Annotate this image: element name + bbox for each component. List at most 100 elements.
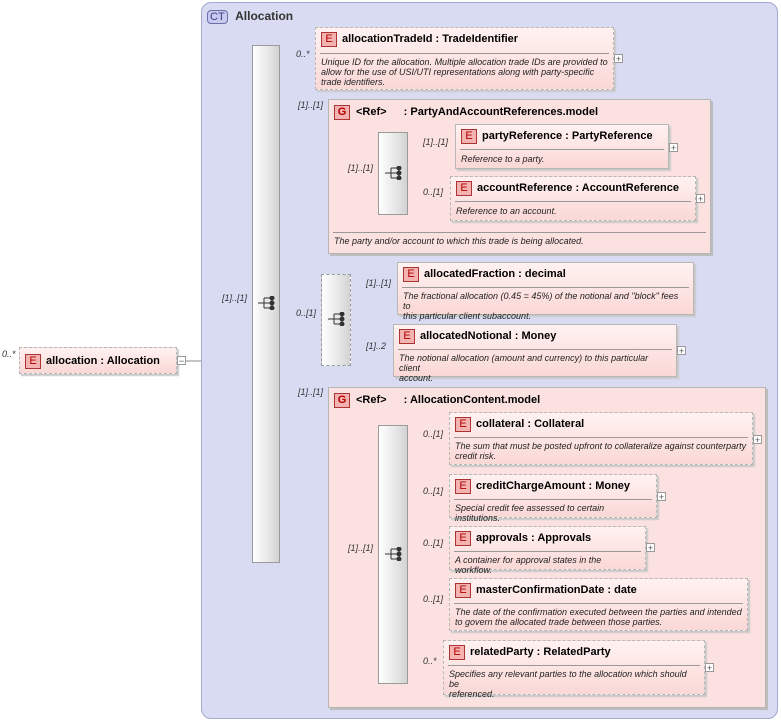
element-type: RelatedParty xyxy=(543,646,611,658)
outer-sequence xyxy=(252,45,280,563)
element-icon: E xyxy=(455,583,471,598)
element-icon: E xyxy=(455,531,471,546)
colon: : xyxy=(100,355,105,367)
element-name: relatedParty xyxy=(470,646,534,658)
element-name: creditChargeAmount xyxy=(476,480,586,492)
sequence-icon xyxy=(385,547,402,561)
group-model: PartyAndAccountReferences.model xyxy=(410,106,599,118)
element-doc: Special credit fee assessed to certain i… xyxy=(455,503,605,523)
party-group-cardinality: [1]..[1] xyxy=(298,100,324,110)
element-icon: E xyxy=(455,479,471,494)
partyReference-cardinality: [1]..[1] xyxy=(423,137,449,147)
separator xyxy=(454,499,652,500)
relatedParty-cardinality: 0..* xyxy=(423,656,437,666)
allocatedFraction-cardinality: [1]..[1] xyxy=(366,278,392,288)
complex-type-title: Allocation xyxy=(235,9,294,23)
allocationTradeId-cardinality: 0..* xyxy=(296,49,310,59)
element-name: masterConfirmationDate xyxy=(476,584,605,596)
sequence-icon xyxy=(385,166,402,180)
separator xyxy=(454,551,641,552)
element-doc: Reference to an account. xyxy=(456,206,557,216)
choice-cardinality: 0..[1] xyxy=(296,308,317,318)
element-icon: E xyxy=(456,181,472,196)
masterConfirmationDate-cardinality: 0..[1] xyxy=(423,594,444,604)
expand-toggle[interactable]: + xyxy=(646,543,655,553)
creditChargeAmount-cardinality: 0..[1] xyxy=(423,486,444,496)
separator xyxy=(460,149,664,150)
group-doc: The party and/or account to which this t… xyxy=(334,236,584,246)
element-type: AccountReference xyxy=(581,182,679,194)
separator xyxy=(398,349,672,350)
choice-icon xyxy=(328,312,345,326)
element-icon: E xyxy=(399,329,415,344)
colon: : xyxy=(514,330,519,342)
group-model: AllocationContent.model xyxy=(409,394,541,406)
element-icon: E xyxy=(455,417,471,432)
element-type: PartyReference xyxy=(571,130,653,142)
group-ref: <Ref> xyxy=(356,106,387,118)
element-doc: The sum that must be posted upfront to c… xyxy=(455,441,747,461)
element-name: accountReference xyxy=(477,182,573,194)
separator xyxy=(402,287,689,288)
element-name: partyReference xyxy=(482,130,563,142)
separator xyxy=(454,437,748,438)
separator xyxy=(333,232,706,233)
colon: : xyxy=(435,33,440,45)
expand-toggle[interactable]: + xyxy=(677,346,686,356)
colon: : xyxy=(518,268,522,280)
element-icon: E xyxy=(449,645,465,660)
element-type: TradeIdentifier xyxy=(442,33,519,45)
separator xyxy=(455,201,691,202)
group-icon: G xyxy=(334,393,350,408)
colon: : xyxy=(536,646,541,658)
group-ref: <Ref> xyxy=(356,394,387,406)
colon: : xyxy=(565,130,569,142)
colon: : xyxy=(403,106,408,118)
outer-sequence-cardinality: [1]..[1] xyxy=(222,293,248,303)
element-type: Collateral xyxy=(534,418,585,430)
element-doc: The date of the confirmation executed be… xyxy=(455,607,742,627)
element-icon: E xyxy=(403,267,419,282)
approvals-cardinality: 0..[1] xyxy=(423,538,444,548)
expand-toggle[interactable]: + xyxy=(669,143,678,153)
element-type: Money xyxy=(521,330,557,342)
element-name: collateral xyxy=(476,418,525,430)
element-name: allocationTradeId xyxy=(342,33,433,45)
element-icon: E xyxy=(461,129,477,144)
element-doc: A container for approval states in the w… xyxy=(455,555,602,575)
element-name: allocatedNotional xyxy=(420,330,512,342)
root-cardinality: 0..* xyxy=(2,349,16,359)
element-doc: The fractional allocation (0.45 = 45%) o… xyxy=(403,291,679,321)
colon: : xyxy=(575,182,580,194)
choice-compositor xyxy=(321,274,351,366)
element-type: Allocation xyxy=(106,355,160,367)
element-doc: The notional allocation (amount and curr… xyxy=(399,353,649,383)
element-icon: E xyxy=(25,354,41,369)
group-icon: G xyxy=(334,105,350,120)
expand-toggle[interactable]: + xyxy=(657,492,666,502)
expand-toggle[interactable]: + xyxy=(614,54,623,64)
element-type: Approvals xyxy=(537,532,592,544)
element-name: allocatedFraction xyxy=(424,268,516,280)
expand-toggle[interactable]: + xyxy=(696,194,705,204)
expand-toggle[interactable]: + xyxy=(705,663,714,673)
colon: : xyxy=(607,584,612,596)
colon: : xyxy=(588,480,593,492)
element-name: allocation xyxy=(46,355,98,367)
expand-toggle[interactable]: + xyxy=(753,435,762,445)
separator xyxy=(448,665,700,666)
collapse-toggle[interactable]: − xyxy=(177,356,186,366)
colon: : xyxy=(527,418,532,430)
element-icon: E xyxy=(321,32,337,47)
